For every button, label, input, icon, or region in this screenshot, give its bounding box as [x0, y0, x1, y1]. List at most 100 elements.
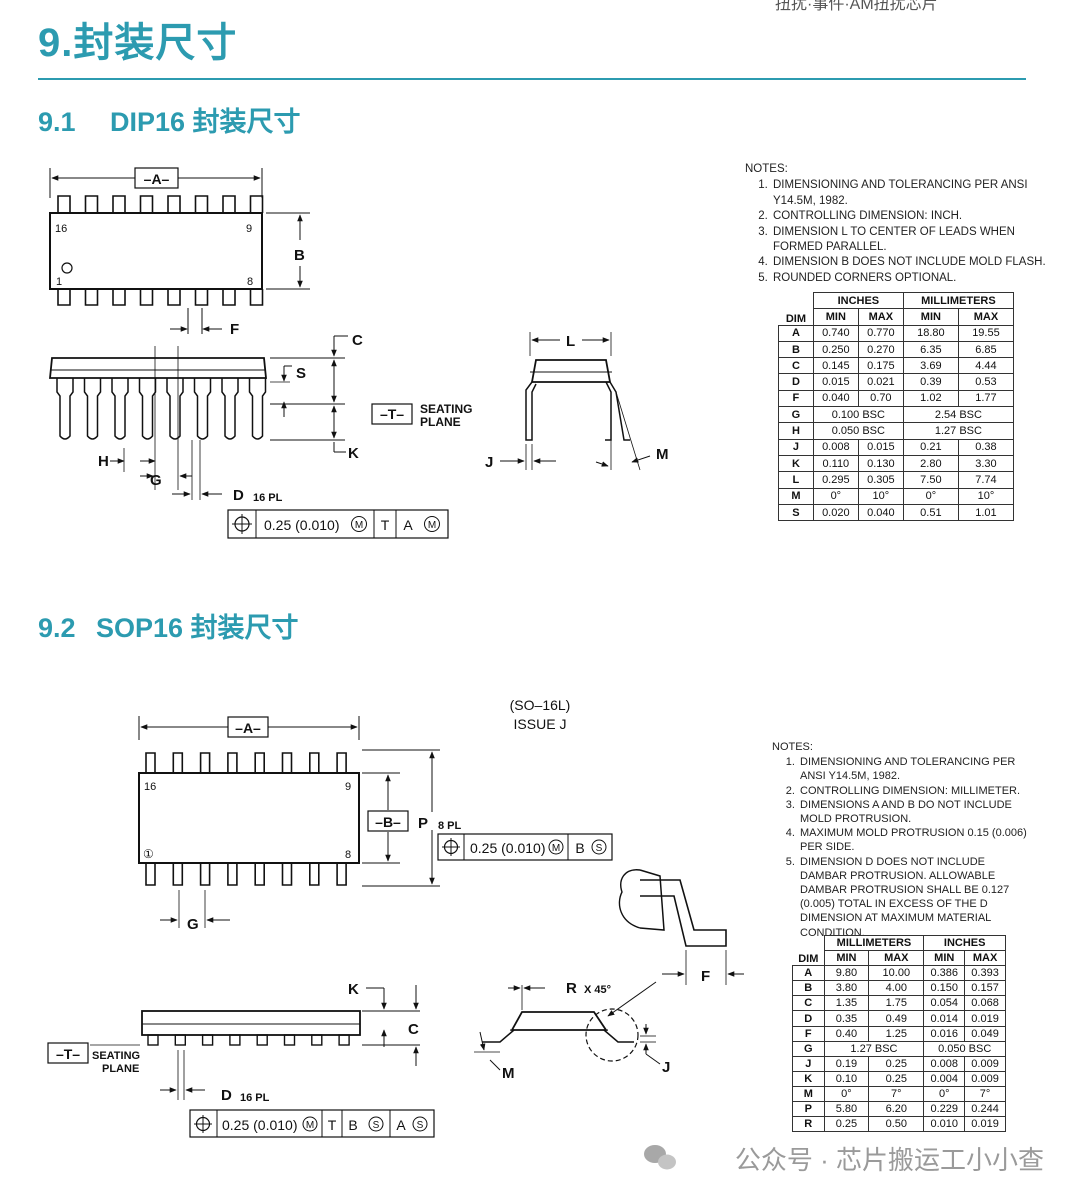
- pin-label: 8: [247, 276, 253, 288]
- pin1-marker: ①: [143, 847, 154, 861]
- position-tolerance-icon: [232, 514, 252, 534]
- dip-pin: [249, 289, 264, 306]
- dim-label-A: –A–: [235, 720, 261, 736]
- dip-pin: [139, 289, 154, 306]
- sop16-top-view: (SO–16L) ISSUE J 16 9 ① 8 –A– –B– P 8 PL: [138, 697, 571, 933]
- dip-pin: [84, 289, 99, 306]
- package-issue: ISSUE J: [514, 716, 567, 732]
- value-cell: 0.10: [823, 1070, 870, 1087]
- value-cell: 2.54 BSC: [902, 406, 1015, 424]
- dim-label-R: R: [566, 980, 577, 997]
- dim-label-M: M: [656, 446, 669, 463]
- sop-pin: [281, 863, 293, 886]
- sop-pin: [336, 752, 347, 773]
- value-cell: 1.27 BSC: [823, 1040, 925, 1057]
- pin-label: 9: [345, 781, 351, 793]
- sop-pin: [309, 752, 320, 773]
- position-tolerance-icon: [442, 838, 460, 856]
- value-cell: 0.50: [868, 1116, 925, 1133]
- value-cell: 0.040: [857, 503, 904, 522]
- sop-pin: [199, 863, 211, 886]
- fcf-tolerance: 0.25 (0.010): [470, 840, 546, 856]
- sop-side-lead: [201, 1034, 214, 1046]
- package-code: (SO–16L): [510, 697, 571, 713]
- sop-pin: [254, 863, 265, 886]
- sop16-lead-detail: F: [618, 869, 744, 985]
- dim-label-P: P: [418, 815, 428, 832]
- datum-T: –T–: [380, 406, 404, 422]
- datum-T: –T–: [56, 1046, 80, 1062]
- seating-label: SEATING: [420, 402, 472, 416]
- sop-pin: [227, 863, 238, 886]
- fcf-datum: B: [575, 840, 584, 856]
- value-cell: 0.157: [964, 980, 1006, 997]
- dim-label-J: J: [662, 1059, 670, 1076]
- fcf-modifier: M: [306, 1120, 314, 1131]
- value-cell: 0.010: [923, 1116, 966, 1133]
- value-cell: 0.25: [823, 1116, 870, 1133]
- dim-qualifier: 8 PL: [438, 820, 462, 832]
- fcf-tolerance: 0.25 (0.010): [222, 1117, 298, 1133]
- dim-label-B: –B–: [375, 814, 401, 830]
- value-cell: 0.049: [964, 1025, 1006, 1042]
- dip-pin: [194, 195, 209, 213]
- dip-side-lead: [111, 378, 129, 440]
- fcf-modifier: M: [552, 843, 560, 854]
- value-cell: 0.019: [964, 1116, 1006, 1133]
- value-cell: 0.270: [857, 340, 904, 359]
- dip-pin: [112, 195, 126, 213]
- sop16-fcf-p: 0.25 (0.010) M B S: [437, 833, 613, 861]
- dim-label-F: F: [230, 321, 239, 338]
- sop-side-lead: [174, 1034, 187, 1046]
- sop-pin: [145, 752, 156, 773]
- seating-label: SEATING: [92, 1050, 140, 1062]
- fcf-modifier: S: [373, 1120, 380, 1131]
- sub-header: MIN: [902, 308, 959, 326]
- value-cell: 0.393: [964, 965, 1006, 982]
- group-header: INCHES: [923, 934, 1006, 952]
- dip-pin: [57, 195, 71, 213]
- sop16-dimension-table: DIM MILLIMETERS INCHES MIN MAX MIN MAX A…: [792, 934, 1006, 1133]
- fcf-datum: T: [381, 517, 390, 533]
- dim-label-K: K: [348, 445, 359, 462]
- dip16-feature-control-frame: 0.25 (0.010) M T A M: [227, 509, 449, 539]
- sop-side-lead: [311, 1034, 323, 1046]
- sop-pin: [336, 863, 347, 886]
- dip16-end-view: L J M: [485, 332, 669, 471]
- pin-label: 9: [246, 223, 252, 235]
- fcf-datum: B: [348, 1117, 357, 1133]
- sop16-end-view: R X 45° M J: [474, 980, 670, 1082]
- note-item: CONTROLLING DIMENSION: INCH.: [771, 209, 1055, 224]
- value-cell: 0.740: [812, 324, 859, 342]
- dim-label-M: M: [502, 1065, 515, 1082]
- fcf-modifier: S: [417, 1120, 424, 1131]
- dip-pin: [112, 289, 126, 306]
- dim-label-L: L: [566, 333, 575, 350]
- plane-label: PLANE: [420, 415, 461, 429]
- sop-pin: [172, 863, 184, 886]
- sop-pin: [145, 863, 156, 886]
- dim-label-C: C: [352, 332, 363, 349]
- pin-label: 16: [55, 223, 67, 235]
- dip16-notes: NOTES: DIMENSIONING AND TOLERANCING PER …: [745, 162, 1055, 286]
- dim-label-H: H: [98, 453, 109, 470]
- note-item: MAXIMUM MOLD PROTRUSION 0.15 (0.006) PER…: [798, 826, 1034, 854]
- dim-label-S: S: [296, 365, 306, 382]
- sop-pin: [281, 752, 293, 773]
- dim-label-G: G: [187, 916, 199, 933]
- dip16-top-view: 16 9 1 8 –A– B F: [49, 167, 310, 338]
